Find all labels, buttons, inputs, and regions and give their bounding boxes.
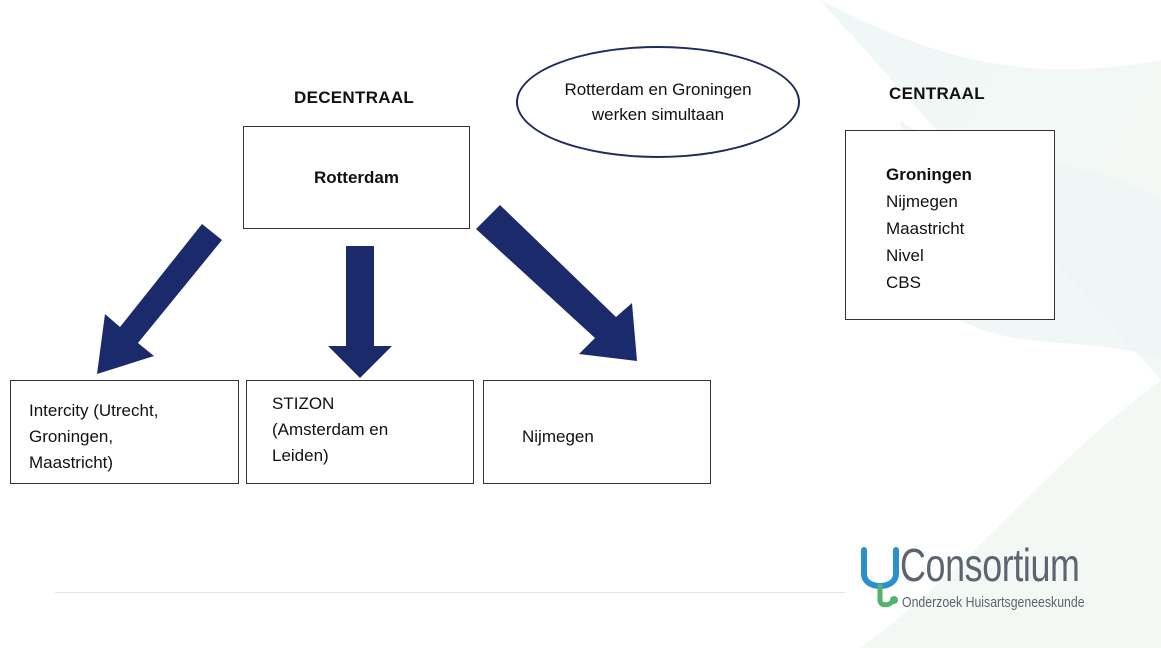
intercity-line: Intercity (Utrecht, xyxy=(29,401,159,420)
central-title: Groningen xyxy=(886,165,972,184)
intercity-box: Intercity (Utrecht, Groningen, Maastrich… xyxy=(10,380,239,484)
footer-divider xyxy=(55,592,845,593)
stizon-line: Leiden) xyxy=(272,446,329,465)
intercity-line: Maastricht) xyxy=(29,453,114,472)
central-box: Groningen Nijmegen Maastricht Nivel CBS xyxy=(845,130,1055,320)
central-item: Nijmegen xyxy=(886,192,958,211)
ellipse-line-1: Rotterdam en Groningen xyxy=(564,80,752,99)
heading-decentraal: DECENTRAAL xyxy=(294,88,415,107)
stizon-line: (Amsterdam en xyxy=(272,420,389,439)
logo-subtitle: Onderzoek Huisartsgeneeskunde xyxy=(902,594,1085,611)
stizon-line: STIZON xyxy=(272,394,335,413)
logo-title: Consortium xyxy=(900,539,1080,591)
rotterdam-box: Rotterdam xyxy=(243,126,470,229)
consortium-logo: Consortium Onderzoek Huisartsgeneeskunde xyxy=(858,539,1098,614)
heading-centraal: CENTRAAL xyxy=(889,84,985,103)
simultaneous-note-ellipse: Rotterdam en Groningen werken simultaan xyxy=(516,46,800,158)
stethoscope-icon xyxy=(861,547,899,608)
nijmegen-box: Nijmegen xyxy=(483,380,711,484)
nijmegen-line: Nijmegen xyxy=(522,427,594,446)
central-item: Maastricht xyxy=(886,219,965,238)
stizon-box: STIZON (Amsterdam en Leiden) xyxy=(246,380,474,484)
central-item: Nivel xyxy=(886,246,924,265)
arrow-down-icon xyxy=(328,246,392,378)
intercity-line: Groningen, xyxy=(29,427,114,446)
arrow-right-icon xyxy=(476,205,637,361)
arrow-left-icon xyxy=(97,224,222,374)
rotterdam-label: Rotterdam xyxy=(313,167,399,187)
ellipse-line-2: werken simultaan xyxy=(591,105,725,124)
central-item: CBS xyxy=(886,273,921,292)
